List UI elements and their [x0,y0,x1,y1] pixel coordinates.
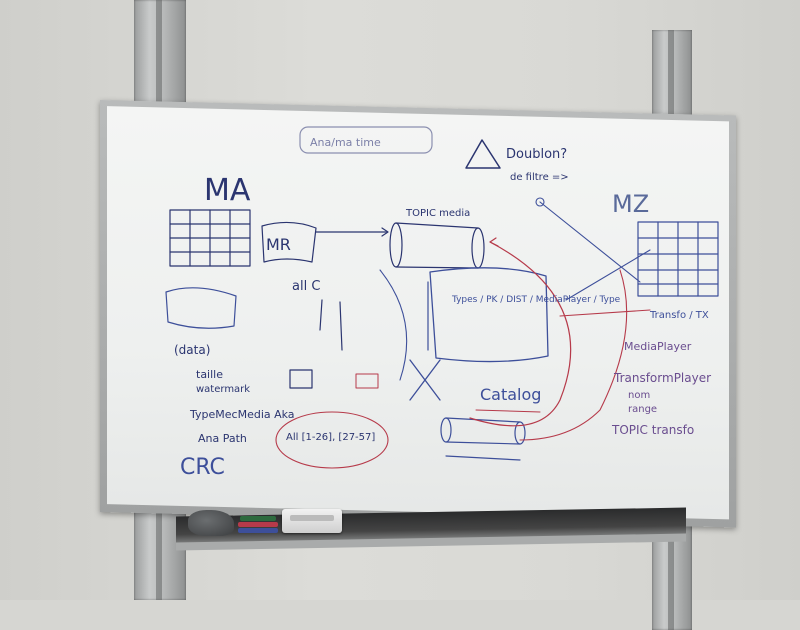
topic-media-label: TOPIC media [405,208,470,219]
catalog-label: Catalog [480,385,541,404]
filtre-text: de filtre => [510,172,569,183]
nom-label: nom [628,390,650,401]
whiteboard-drawings: Ana/ma time Doublon? de filtre => MA MZ … [165,126,719,480]
ana-path-label: Ana Path [198,432,247,445]
mr-label: MR [266,235,291,254]
catalog-cylinder [440,417,526,461]
green-marker[interactable] [240,516,276,521]
red-return-arrow [469,241,572,427]
transformer-label: TransformPlayer [613,371,711,385]
handwriting: Ana/ma time Doublon? de filtre => MA MZ … [174,136,711,480]
types-box-label: Types / PK / DIST / MediaPlayer / Type [451,295,621,305]
doublon-text: Doublon? [506,147,567,162]
types-box [429,267,549,363]
crc-label: CRC [180,455,225,480]
top-box-outline [299,126,433,154]
all-c-label: all C [292,279,320,294]
mz-label: MZ [612,190,649,218]
topic-transfo-label: TOPIC transfo [611,423,694,437]
warning-triangle-icon [465,139,501,169]
ma-table-sketch [169,209,251,267]
transfo-tx-label: Transfo / TX [649,310,709,321]
taille-label: taille [196,368,223,381]
red-marker[interactable] [238,522,278,527]
blue-marker[interactable] [238,528,278,533]
mz-table-sketch [637,221,719,297]
typemec-label: TypeMecMedia Aka [189,408,295,421]
topic-media-queue [389,222,485,269]
data-shape [165,287,237,329]
cleaning-cloth[interactable] [188,510,234,536]
top-box-label: Ana/ma time [310,136,381,149]
data-label: (data) [174,343,210,357]
ranges-ellipse [275,411,389,469]
whiteboard-eraser[interactable] [282,509,342,533]
ma-label: MA [204,173,251,208]
range-label: range [628,404,657,415]
ranges-label: All [1-26], [27-57] [286,432,375,443]
watermark-label: watermark [196,384,250,395]
mr-box [261,221,317,263]
mediaplayer-label: MediaPlayer [624,340,692,353]
